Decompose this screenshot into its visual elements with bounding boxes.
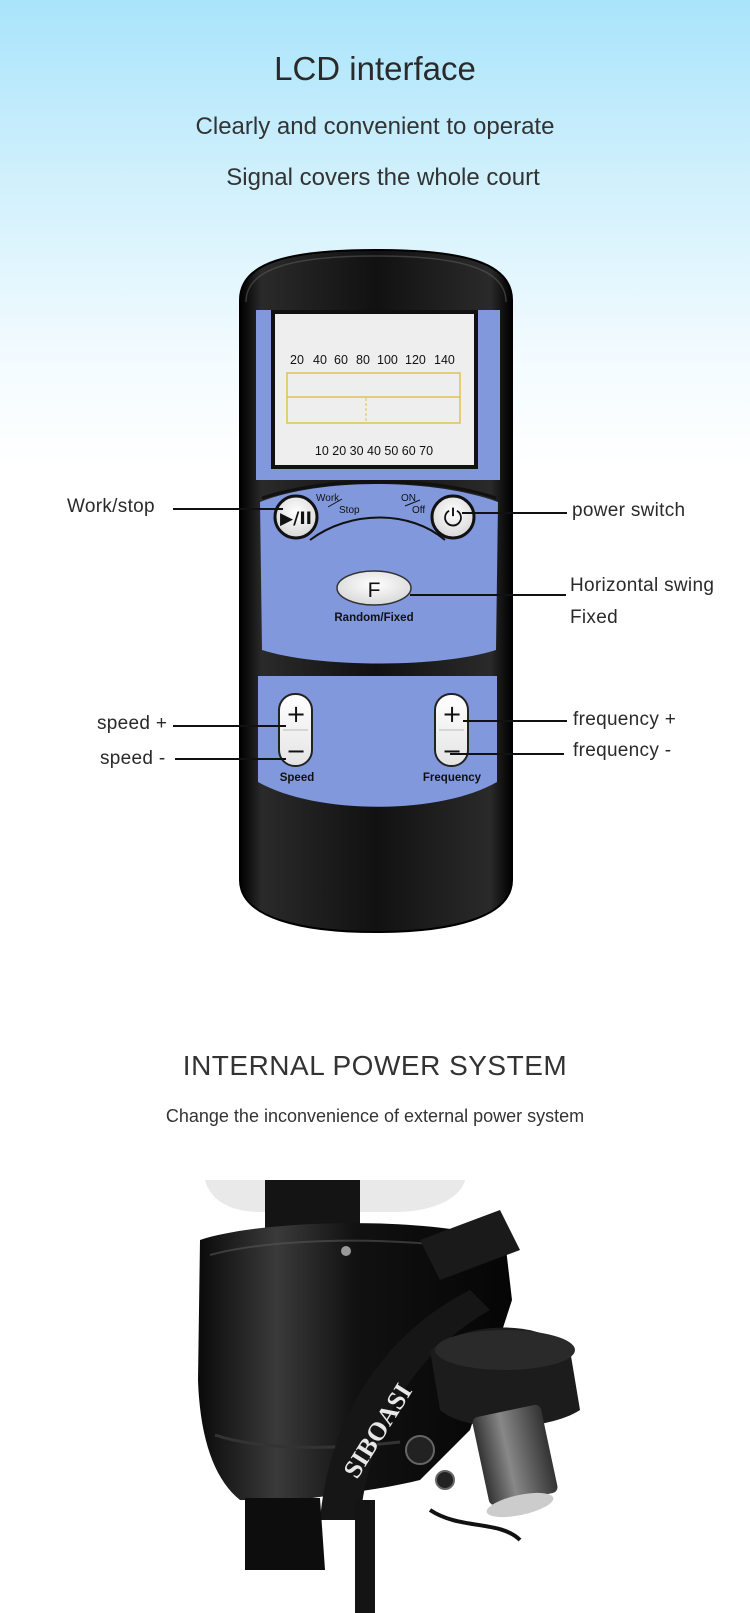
power-button[interactable]: ⏻: [430, 494, 476, 540]
lcd-scale-label: 140: [434, 353, 455, 367]
leader-line: [175, 758, 286, 760]
machine-base: [245, 1498, 325, 1570]
arm-track: [320, 1290, 490, 1520]
svg-text:Off: Off: [412, 505, 425, 516]
svg-text:Stop: Stop: [339, 505, 360, 516]
lcd-bar-frame: [286, 372, 461, 424]
callout-fixed: Fixed: [570, 607, 618, 628]
callout-frequency-minus: frequency -: [573, 740, 672, 761]
leader-line: [463, 720, 567, 722]
callout-horizontal-swing: Horizontal swing: [570, 575, 715, 596]
svg-text:−: −: [286, 737, 306, 765]
subtitle-operate: Clearly and convenient to operate: [195, 113, 555, 140]
svg-text:Work: Work: [316, 493, 340, 504]
lcd-scale-label: 60: [334, 353, 348, 367]
leader-line: [410, 594, 566, 596]
section-title-power-system: INTERNAL POWER SYSTEM: [182, 1050, 568, 1081]
callout-power-switch: power switch: [572, 500, 686, 521]
motor-cylinder: [472, 1404, 558, 1518]
svg-text:Random/Fixed: Random/Fixed: [334, 612, 413, 624]
lcd-bottom-scale: 10 20 30 40 50 60 70: [315, 444, 433, 458]
subtitle-signal: Signal covers the whole court: [226, 164, 540, 191]
svg-text:+: +: [286, 700, 306, 728]
lcd-scale-label: 100: [377, 353, 398, 367]
callout-speed-minus: speed -: [100, 748, 166, 769]
f-random-fixed-button[interactable]: F: [336, 570, 412, 606]
callout-work-stop: Work/stop: [67, 496, 155, 517]
svg-text:Frequency: Frequency: [423, 772, 482, 784]
frequency-stepper[interactable]: + −: [434, 693, 469, 767]
lcd-scale-label: 120: [405, 353, 426, 367]
page-title: LCD interface: [274, 50, 476, 87]
svg-text:▶/II: ▶/II: [280, 509, 312, 529]
lcd-scale-label: 40: [313, 353, 327, 367]
lcd-scale-label: 20: [290, 353, 304, 367]
svg-text:⏻: ⏻: [444, 504, 463, 532]
machine-pole: [355, 1500, 375, 1613]
section-subtitle-power-system: Change the inconvenience of external pow…: [165, 1106, 585, 1126]
lcd-top-scale: 20 40 60 80 100 120 140: [290, 353, 455, 367]
speed-stepper[interactable]: + −: [278, 693, 313, 767]
ball-machine-image: SIBOASI: [198, 1180, 580, 1613]
leader-line: [462, 512, 567, 514]
lcd-screen: [271, 310, 478, 469]
remote-control: 20 40 60 80 100 120 140 10 20 30 40 50 6…: [239, 248, 513, 934]
callout-speed-plus: speed +: [97, 713, 168, 734]
hopper-body: [198, 1223, 512, 1500]
leader-line: [450, 753, 564, 755]
leader-line: [173, 725, 286, 727]
callout-frequency-plus: frequency +: [573, 709, 677, 730]
svg-text:Speed: Speed: [280, 772, 315, 784]
svg-text:−: −: [442, 737, 462, 765]
lcd-scale-label: 80: [356, 353, 370, 367]
svg-text:+: +: [442, 700, 462, 728]
svg-text:ON: ON: [401, 493, 416, 504]
play-pause-button[interactable]: ▶/II: [273, 494, 319, 540]
leader-line: [173, 508, 283, 510]
svg-text:F: F: [368, 579, 381, 602]
